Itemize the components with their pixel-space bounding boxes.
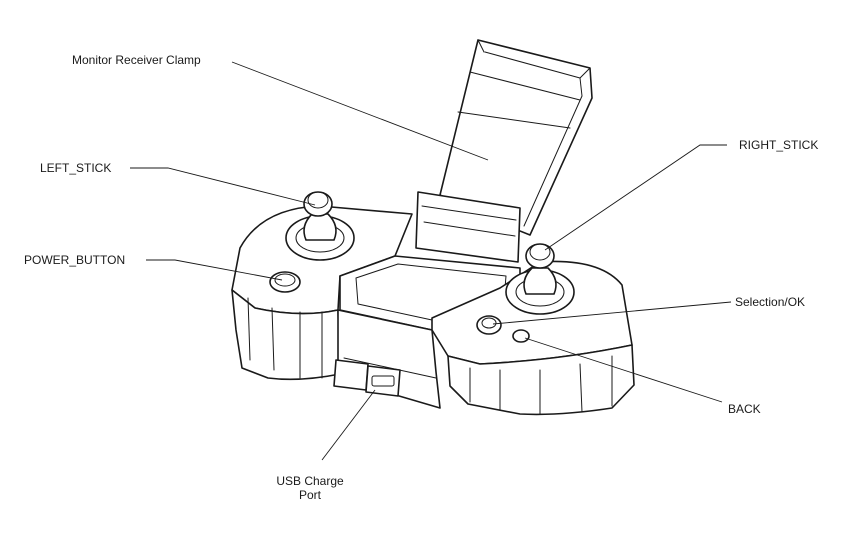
back-label: BACK bbox=[728, 402, 761, 416]
power-button-label: POWER_BUTTON bbox=[24, 253, 126, 267]
monitor-receiver-clamp-label: Monitor Receiver Clamp bbox=[72, 53, 201, 67]
leader-left-stick bbox=[130, 167, 316, 206]
left-stick-label: LEFT_STICK bbox=[40, 161, 112, 175]
right-stick-label: RIGHT_STICK bbox=[739, 138, 819, 152]
usb-charge-port-label: USB Charge Port bbox=[276, 474, 344, 502]
leader-usb-port bbox=[321, 389, 376, 461]
leader-right-stick bbox=[544, 144, 727, 251]
leader-power-button bbox=[146, 259, 283, 281]
monitor-clamp-drawing bbox=[415, 39, 593, 263]
selection-ok-label: Selection/OK bbox=[735, 295, 806, 309]
right-stick-drawing bbox=[505, 243, 575, 315]
selection-ok-drawing bbox=[476, 315, 502, 335]
back-button-drawing bbox=[512, 329, 530, 343]
leader-selection-ok bbox=[492, 301, 732, 325]
leader-back bbox=[524, 337, 723, 403]
left-stick-drawing bbox=[285, 191, 355, 261]
leader-monitor-clamp bbox=[231, 61, 489, 161]
power-button-drawing bbox=[269, 271, 301, 293]
